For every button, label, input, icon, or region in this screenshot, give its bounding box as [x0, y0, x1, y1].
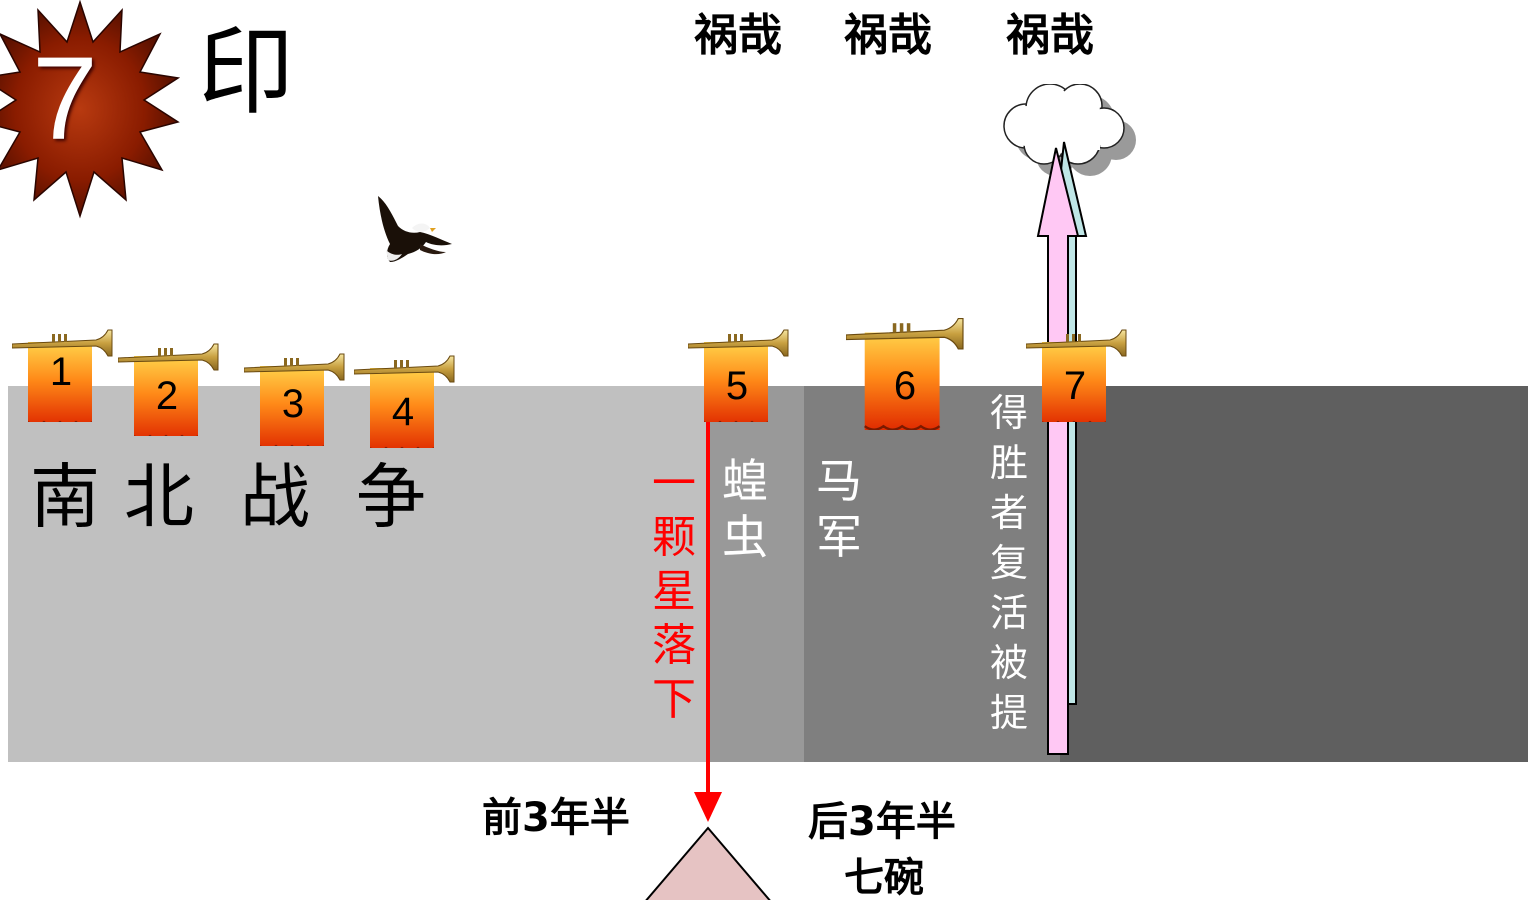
trumpet-number: 3	[281, 382, 305, 426]
trumpet-number: 2	[155, 374, 179, 418]
rapture-char: 得	[990, 391, 1029, 435]
trumpet-7: 7	[1025, 326, 1132, 426]
band-trumpet-6	[804, 386, 1060, 762]
trumpet-number: 1	[49, 350, 73, 394]
trumpet-2: 2	[117, 340, 224, 440]
trumpet-number: 5	[725, 364, 749, 408]
seal-number: 7	[32, 33, 98, 165]
trumpet-4: 4	[353, 352, 460, 452]
trumpet-number: 4	[391, 390, 415, 434]
trumpet-icon	[687, 329, 789, 426]
trumpet-number: 6	[893, 364, 917, 408]
second-half-label: 后3年半	[808, 799, 956, 845]
falling-star-arrow	[694, 420, 722, 822]
civil-war-char-3: 战	[240, 456, 310, 538]
trumpet-6: 6	[845, 310, 970, 431]
timeline-pyramid	[645, 826, 771, 900]
falling-star-char: 颗	[652, 512, 696, 563]
trumpet-5: 5	[687, 326, 794, 426]
rapture-arrows	[1036, 141, 1088, 755]
woe-2: 祸哉	[844, 10, 932, 61]
civil-war-char-2: 北	[124, 456, 194, 538]
rapture-char: 被	[990, 641, 1029, 685]
civil-war-char-4: 争	[356, 456, 426, 538]
locusts-char: 蝗	[722, 454, 768, 508]
rapture-char: 者	[990, 491, 1029, 535]
eagle-icon	[378, 196, 452, 262]
trumpet-icon	[11, 329, 113, 426]
seal-burst-icon	[0, 0, 180, 219]
trumpet-number: 7	[1063, 364, 1087, 408]
woe-1: 祸哉	[694, 10, 782, 61]
civil-war-char-1: 南	[30, 456, 100, 538]
band-trumpet-5	[708, 386, 804, 762]
locusts-label: 蝗 虫	[722, 458, 768, 570]
falling-star-char: 一	[652, 458, 696, 509]
falling-star-char: 星	[652, 566, 696, 617]
trumpet-icon	[353, 355, 455, 452]
cavalry-label: 马 军	[816, 458, 862, 570]
trumpet-icon	[845, 317, 964, 431]
trumpet-icon	[243, 353, 345, 450]
band-trumpets-1-4	[8, 386, 708, 762]
falling-star-char: 下	[652, 674, 696, 725]
cavalry-char: 马	[816, 454, 862, 508]
seal-title: 印	[198, 16, 294, 128]
trumpet-icon	[1025, 329, 1127, 426]
trumpet-1: 1	[11, 326, 118, 426]
rapture-char: 提	[990, 691, 1029, 735]
rapture-arrow-front	[1036, 147, 1080, 755]
seven-bowls-label: 七碗	[844, 855, 924, 901]
rapture-char: 胜	[990, 441, 1029, 485]
cavalry-char: 军	[816, 510, 862, 564]
woe-3: 祸哉	[1006, 10, 1094, 61]
rapture-char: 活	[990, 591, 1029, 635]
falling-star-char: 落	[652, 620, 696, 671]
band-trumpet-7	[1060, 386, 1528, 762]
trumpet-icon	[117, 343, 219, 440]
locusts-char: 虫	[722, 510, 768, 564]
falling-star-label: 一 颗 星 落 下	[652, 462, 696, 732]
first-half-label: 前3年半	[482, 795, 630, 841]
rapture-char: 复	[990, 541, 1029, 585]
trumpet-3: 3	[243, 350, 350, 450]
rapture-label: 得 胜 者 复 活 被 提	[990, 394, 1028, 744]
